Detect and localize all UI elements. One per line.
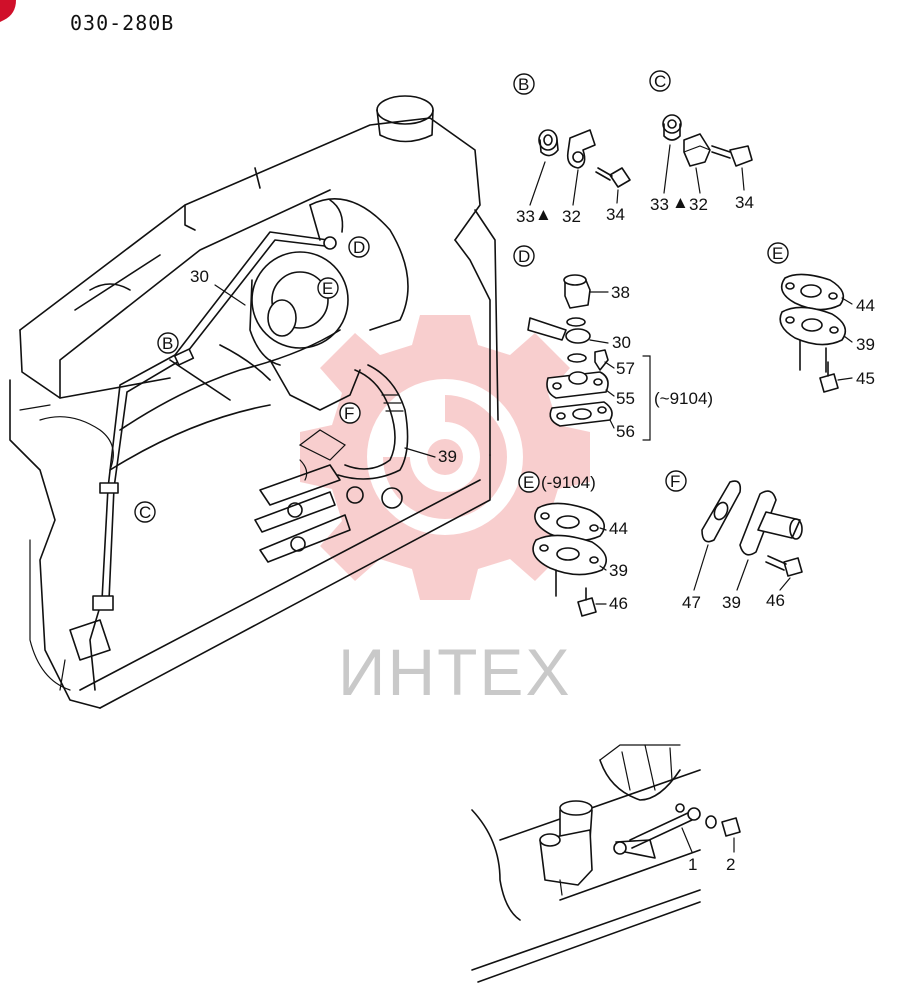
detail-e2-range: (-9104) xyxy=(541,473,596,492)
detail-d: D 38 30 57 55 56 (~9104) xyxy=(513,245,713,441)
callout-b-main: B xyxy=(162,334,173,353)
svg-text:D: D xyxy=(518,247,530,266)
detail-e-9104: E (-9104) 44 39 46 xyxy=(518,471,628,617)
detail-d-range: (~9104) xyxy=(654,389,713,408)
label-e2-39: 39 xyxy=(609,561,628,580)
label-e2-46: 46 xyxy=(609,594,628,613)
watermark-text: ИНТЕХ xyxy=(338,635,571,709)
label-c32: 32 xyxy=(689,195,708,214)
label-f47: 47 xyxy=(682,593,701,612)
detail-c: C 33 ▲ 32 34 xyxy=(649,70,754,214)
callout-d-main: D xyxy=(353,238,365,257)
corner-badge xyxy=(0,0,16,22)
detail-e: E 44 39 45 xyxy=(767,242,875,393)
svg-text:F: F xyxy=(670,472,680,491)
label-d30: 30 xyxy=(612,333,631,352)
svg-text:B: B xyxy=(518,75,529,94)
detail-f: F 47 39 46 xyxy=(665,470,803,612)
label-30-main: 30 xyxy=(190,267,209,286)
main-callouts: B C D E F 30 39 xyxy=(134,236,457,523)
callout-f-main: F xyxy=(344,404,354,423)
engine-assembly xyxy=(9,95,499,709)
label-e45: 45 xyxy=(856,369,875,388)
label-c34: 34 xyxy=(735,193,754,212)
svg-text:E: E xyxy=(772,244,783,263)
label-f39: 39 xyxy=(722,593,741,612)
label-e2-44: 44 xyxy=(609,519,628,538)
callout-e-main: E xyxy=(322,279,333,298)
lower-linkage-view: 1 2 xyxy=(471,744,741,983)
svg-text:▲: ▲ xyxy=(535,205,552,224)
label-e44: 44 xyxy=(856,296,875,315)
label-f46: 46 xyxy=(766,591,785,610)
label-39-main: 39 xyxy=(438,447,457,466)
diagram-code: 030-280B xyxy=(70,11,174,35)
detail-b: B 33 ▲ 32 34 xyxy=(513,73,631,226)
svg-text:▲: ▲ xyxy=(672,193,689,212)
label-d38: 38 xyxy=(611,283,630,302)
label-b34: 34 xyxy=(606,205,625,224)
label-c33: 33 xyxy=(650,195,669,214)
callout-c-main: C xyxy=(139,503,151,522)
svg-text:E: E xyxy=(523,473,534,492)
label-d57: 57 xyxy=(616,359,635,378)
label-d56: 56 xyxy=(616,422,635,441)
label-b32: 32 xyxy=(562,207,581,226)
label-b33: 33 xyxy=(516,207,535,226)
label-l2: 2 xyxy=(726,855,735,874)
label-e39: 39 xyxy=(856,335,875,354)
svg-text:C: C xyxy=(654,72,666,91)
label-d55: 55 xyxy=(616,389,635,408)
label-l1: 1 xyxy=(688,855,697,874)
